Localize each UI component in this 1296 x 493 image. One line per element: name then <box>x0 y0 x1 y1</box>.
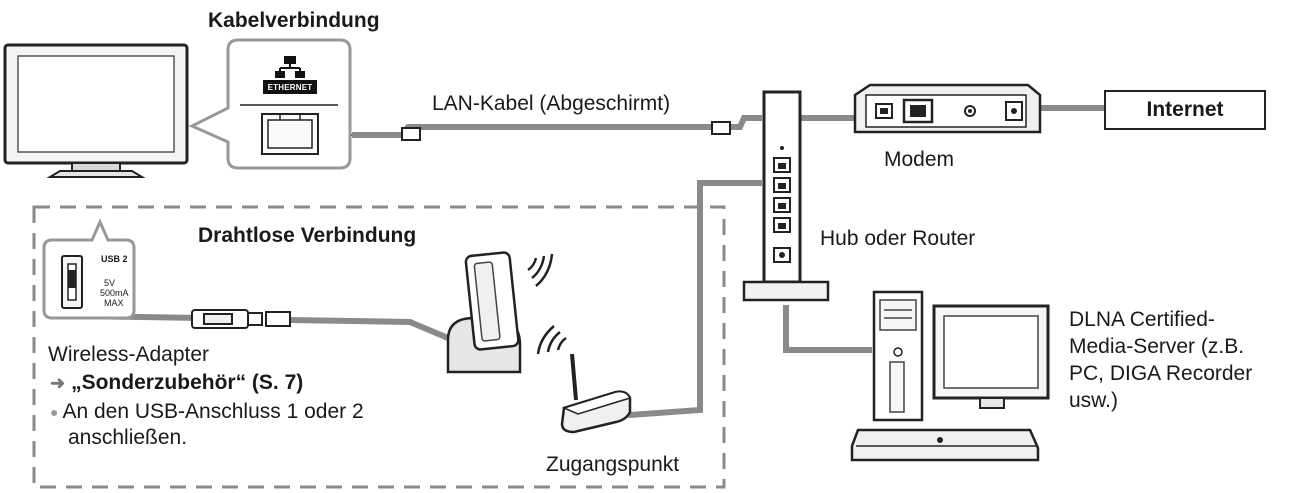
dlna-label-line3: PC, DIGA Recorder <box>1069 362 1253 385</box>
dlna-label-line4: usw.) <box>1069 389 1119 412</box>
modem <box>853 83 1042 134</box>
access-point <box>560 353 632 434</box>
ethernet-callout <box>188 38 352 170</box>
internet-box: Internet <box>1104 90 1266 130</box>
usb-spec-max: MAX <box>104 298 124 308</box>
usb-spec-voltage: 5V <box>104 278 116 288</box>
adapter-cable <box>289 317 450 341</box>
hub-router-label: Hub oder Router <box>820 227 976 250</box>
usb-note-line2: anschließen. <box>68 426 188 449</box>
dlna-label-line1: DLNA Certified- <box>1069 308 1215 331</box>
accesspoint-wave-icon <box>536 325 567 355</box>
usb-callout <box>42 218 136 320</box>
pc-monitor <box>932 304 1050 409</box>
usb-note-text: An den USB-Anschluss 1 oder 2 <box>62 400 364 423</box>
adapter-wave-icon <box>527 253 554 287</box>
lan-cable-label: LAN-Kabel (Abgeschirmt) <box>432 92 671 115</box>
usb-spec-current: 500mA <box>100 288 129 298</box>
ethernet-port-label: ETHERNET <box>263 80 317 94</box>
dlna-label-line2: Media-Server (z.B. <box>1069 335 1245 358</box>
accessory-reference: ➜„Sonderzubehör“ (S. 7) <box>50 370 303 396</box>
diga-recorder <box>850 428 1040 462</box>
wired-connection-title: Kabelverbindung <box>208 9 380 32</box>
wireless-adapter-label: Wireless-Adapter <box>48 343 210 366</box>
modem-label: Modem <box>884 148 955 171</box>
ethernet-port <box>261 113 319 155</box>
router <box>742 90 830 302</box>
wireless-region <box>32 205 726 489</box>
tv <box>3 43 189 178</box>
network-icon <box>275 56 305 78</box>
router-to-pc-cable <box>783 305 872 353</box>
usb-port-label: USB 2 <box>101 254 128 264</box>
usb-plugs <box>191 309 291 329</box>
usb-note-line1: ●An den USB-Anschluss 1 oder 2 <box>50 399 364 425</box>
right-arrow-icon: ➜ <box>50 373 66 393</box>
access-point-label: Zugangspunkt <box>546 453 680 476</box>
lan-plug-left <box>401 127 421 141</box>
accessory-reference-text: „Sonderzubehör“ (S. 7) <box>71 371 304 394</box>
wireless-connection-title: Drahtlose Verbindung <box>198 224 417 247</box>
wireless-adapter <box>446 251 522 374</box>
lan-plug-right <box>711 121 731 135</box>
pc-tower <box>872 290 924 422</box>
lan-cable <box>352 115 762 138</box>
bullet-icon: ● <box>50 404 59 421</box>
router-to-accesspoint-cable <box>619 180 762 419</box>
